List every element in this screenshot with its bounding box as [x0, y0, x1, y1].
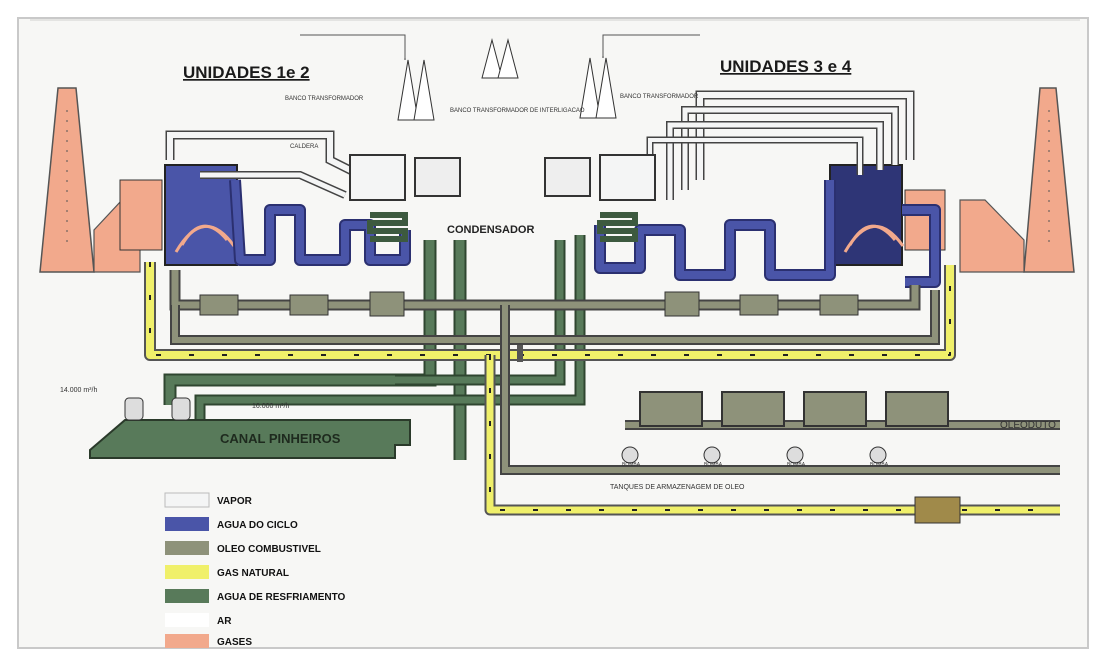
legend-swatch-gas-natural — [165, 565, 209, 579]
legend-label-vapor: VAPOR — [217, 496, 253, 507]
legend-swatch-oleo — [165, 541, 209, 555]
legend-swatch-vapor — [165, 493, 209, 507]
flow-label-canal: 16.000 m³/h — [252, 403, 289, 410]
pump-label-3: BOMBA — [787, 462, 806, 468]
units-1-2-heading: UNIDADES 1e 2 — [183, 63, 310, 82]
legend-swatch-resfriamento — [165, 589, 209, 603]
legend-swatch-gases — [165, 634, 209, 648]
oleoduto-label: OLEODUTO — [1000, 420, 1056, 431]
canal-label: CANAL PINHEIROS — [220, 431, 341, 446]
legend-label-oleo: OLEO COMBUSTIVEL — [217, 544, 321, 555]
pump-label-2: BOMBA — [704, 462, 723, 468]
transformer-label-right: BANCO TRANSFORMADOR — [620, 94, 699, 100]
legend-label-agua-ciclo: AGUA DO CICLO — [217, 520, 298, 531]
legend-label-resfriamento: AGUA DE RESFRIAMENTO — [217, 592, 346, 603]
tanks-label: TANQUES DE ARMAZENAGEM DE OLEO — [610, 484, 745, 491]
left-boiler — [120, 165, 237, 265]
legend-label-gases: GASES — [217, 637, 252, 648]
interconnection-transformer-label: BANCO TRANSFORMADOR DE INTERLIGACAO — [450, 108, 585, 114]
condenser-label: CONDENSADOR — [447, 224, 534, 236]
canal-pinheiros: CANAL PINHEIROS — [90, 420, 410, 458]
gas-meter — [915, 497, 960, 523]
legend-label-ar: AR — [217, 616, 232, 627]
legend-label-gas-natural: GAS NATURAL — [217, 568, 289, 579]
caldera-label: CALDERA — [290, 144, 318, 150]
pump-label-1: BOMBA — [622, 462, 641, 468]
legend-swatch-agua-ciclo — [165, 517, 209, 531]
legend-swatch-ar — [165, 613, 209, 627]
pump-label-4: BOMBA — [870, 462, 889, 468]
transformer-label-left: BANCO TRANSFORMADOR — [285, 96, 364, 102]
flow-label-left: 14.000 m³/h — [60, 387, 97, 394]
units-3-4-heading: UNIDADES 3 e 4 — [720, 57, 852, 76]
turbine-generator-left — [350, 155, 460, 200]
turbine-generator-right — [545, 155, 655, 200]
